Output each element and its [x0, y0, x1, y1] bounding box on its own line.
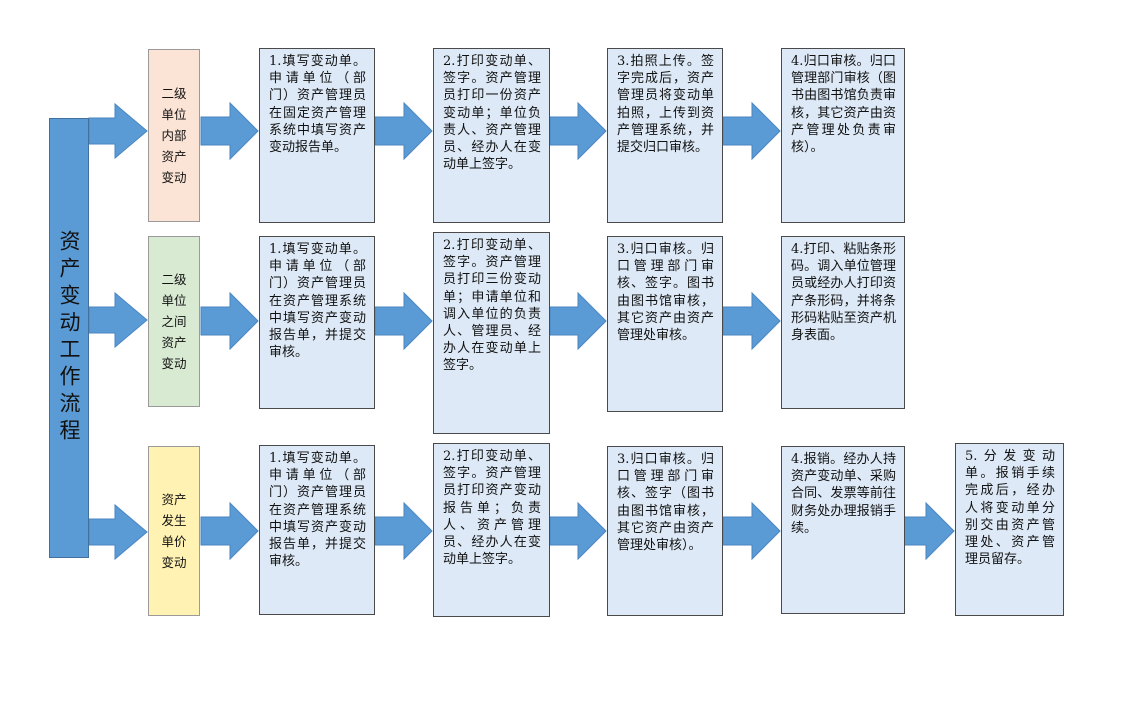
arrow-r3-5: [897, 501, 955, 561]
step-text: 1.填写变动单。申请单位（部门）资产管理员在资产管理系统中填写资产变动报告单，并…: [269, 242, 366, 361]
step-text: 1.填写变动单。申请单位（部门）资产管理员在固定资产管理系统中填写资产变动报告单…: [269, 54, 366, 156]
step-box: 1.填写变动单。申请单位（部门）资产管理员在固定资产管理系统中填写资产变动报告单…: [259, 48, 375, 223]
arrow-r2-1: [200, 291, 259, 351]
step-text: 1.填写变动单。申请单位（部门）资产管理员在资产管理系统中填写资产变动报告单，并…: [269, 451, 366, 570]
arrow-r1-4: [722, 101, 781, 161]
category-label: 二级单位之间资产变动: [161, 272, 187, 371]
step-text: 2.打印变动单、签字。资产管理员打印一份资产变动单；单位负责人、资产管理员、经办…: [443, 54, 541, 173]
arrow-r1-1: [200, 101, 259, 161]
category-label: 资产发生单价变动: [161, 492, 187, 570]
step-text: 4.报销。经办人持资产变动单、采购合同、发票等前往财务处办理报销手续。: [791, 452, 896, 536]
arrow-r2-4: [722, 291, 781, 351]
category-box-internal: 二级单位内部资产变动: [148, 49, 200, 222]
arrow-r3-2: [374, 501, 433, 561]
arrow-r2-3: [549, 291, 607, 351]
step-box: 3.归口审核。归口管理部门审核、签字。图书由图书馆审核，其它资产由资产管理处审核…: [607, 236, 723, 412]
branch-arrow-row1: [88, 102, 148, 160]
step-text: 2.打印变动单、签字。资产管理员打印三份变动单；申请单位和调入单位的负责人、管理…: [443, 238, 541, 374]
step-box: 3.归口审核。归口管理部门审核、签字（图书由图书馆审核，其它资产由资产管理处审核…: [607, 446, 723, 616]
step-text: 3.归口审核。归口管理部门审核、签字。图书由图书馆审核，其它资产由资产管理处审核…: [617, 242, 714, 344]
step-text: 3.拍照上传。签字完成后，资产管理员将变动单拍照，上传到资产管理系统，并提交归口…: [617, 54, 714, 156]
process-title: 资产变动工作流程: [57, 230, 81, 446]
step-box: 3.拍照上传。签字完成后，资产管理员将变动单拍照，上传到资产管理系统，并提交归口…: [607, 48, 723, 223]
category-label: 二级单位内部资产变动: [161, 86, 187, 185]
arrow-r1-2: [374, 101, 433, 161]
step-text: 3.归口审核。归口管理部门审核、签字（图书由图书馆审核，其它资产由资产管理处审核…: [617, 452, 714, 554]
step-text: 5.分发变动单。报销手续完成后，经办人将变动单分别交由资产管理处、资产管理员留存…: [965, 449, 1055, 568]
step-text: 2.打印变动单、签字。资产管理员打印资产变动报告单；负责人、资产管理员、经办人在…: [443, 449, 541, 568]
step-box: 4.归口审核。归口管理部门审核（图书由图书馆负责审核，其它资产由资产管理处负责审…: [781, 48, 905, 223]
step-text: 4.归口审核。归口管理部门审核（图书由图书馆负责审核，其它资产由资产管理处负责审…: [791, 54, 896, 156]
step-box: 4.打印、粘贴条形码。调入单位管理员或经办人打印资产条形码，并将条形码粘贴至资产…: [781, 236, 905, 409]
step-box: 2.打印变动单、签字。资产管理员打印三份变动单；申请单位和调入单位的负责人、管理…: [433, 232, 550, 434]
arrow-r3-3: [549, 501, 607, 561]
arrow-r3-1: [200, 501, 259, 561]
step-box: 4.报销。经办人持资产变动单、采购合同、发票等前往财务处办理报销手续。: [781, 446, 905, 614]
arrow-r2-2: [374, 291, 433, 351]
step-box: 5.分发变动单。报销手续完成后，经办人将变动单分别交由资产管理处、资产管理员留存…: [955, 443, 1064, 616]
arrow-r1-3: [549, 101, 607, 161]
branch-arrow-row3: [88, 503, 148, 561]
step-text: 4.打印、粘贴条形码。调入单位管理员或经办人打印资产条形码，并将条形码粘贴至资产…: [791, 242, 896, 344]
process-title-bar: 资产变动工作流程: [49, 118, 89, 558]
step-box: 1.填写变动单。申请单位（部门）资产管理员在资产管理系统中填写资产变动报告单，并…: [259, 445, 375, 615]
branch-arrow-row2: [88, 291, 148, 349]
step-box: 1.填写变动单。申请单位（部门）资产管理员在资产管理系统中填写资产变动报告单，并…: [259, 236, 375, 409]
category-box-between-units: 二级单位之间资产变动: [148, 236, 200, 407]
step-box: 2.打印变动单、签字。资产管理员打印资产变动报告单；负责人、资产管理员、经办人在…: [433, 443, 550, 617]
arrow-r3-4: [722, 501, 781, 561]
category-box-unit-price: 资产发生单价变动: [148, 446, 200, 616]
step-box: 2.打印变动单、签字。资产管理员打印一份资产变动单；单位负责人、资产管理员、经办…: [433, 48, 550, 223]
